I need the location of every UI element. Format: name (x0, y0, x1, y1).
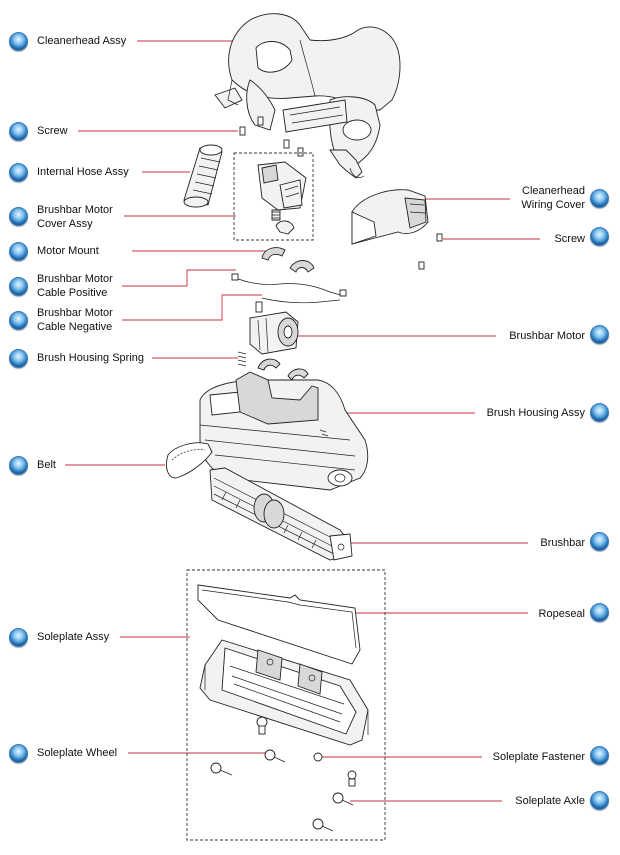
screws-top-drawing (239, 116, 304, 157)
label-motor-mount: Motor Mount (37, 245, 99, 257)
label-soleplate-wheel: Soleplate Wheel (37, 747, 118, 759)
brushbar-motor-drawing (249, 301, 299, 355)
bullet-icon-motor-mount[interactable] (9, 242, 28, 261)
bullet-icon-screw-left[interactable] (9, 122, 28, 141)
ropeseal-drawing (197, 584, 361, 665)
soleplate-drawing (199, 639, 369, 746)
brushbar-drawing (209, 467, 353, 561)
label-brush-housing-assy: Brush Housing Assy (486, 407, 585, 419)
label-cleanerhead-assy: Cleanerhead Assy (37, 35, 127, 47)
leader-lines (65, 40, 540, 802)
label-cable-positive-line1: Brushbar Motor (37, 273, 113, 285)
bullet-icon-soleplate-fastener[interactable] (590, 746, 609, 765)
internal-hose-drawing (183, 144, 223, 208)
leader-cable-positive (122, 269, 236, 287)
label-brush-housing-spring: Brush Housing Spring (37, 352, 145, 364)
soleplate-small-parts-drawing (210, 716, 357, 832)
label-cable-negative-line1: Brushbar Motor (37, 307, 113, 319)
bullet-icon-soleplate-wheel[interactable] (9, 744, 28, 763)
wiring-cover-drawing (351, 189, 443, 270)
soleplate-assy-box (186, 569, 386, 841)
leader-cable-negative (122, 294, 262, 321)
label-internal-hose-assy: Internal Hose Assy (37, 166, 129, 178)
bullet-icon-cable-negative[interactable] (9, 311, 28, 330)
label-soleplate-assy: Soleplate Assy (37, 631, 110, 643)
label-belt: Belt (37, 459, 56, 471)
bullet-icon-brushbar[interactable] (590, 532, 609, 551)
bullet-icon-cable-positive[interactable] (9, 277, 28, 296)
label-soleplate-fastener: Soleplate Fastener (492, 751, 585, 763)
bullet-icon-screw-right[interactable] (590, 227, 609, 246)
label-brushbar-motor-cover-assy-line1: Brushbar Motor (37, 204, 113, 216)
label-wiring-cover-line2: Wiring Cover (521, 199, 585, 211)
label-cable-positive-line2: Cable Positive (37, 287, 108, 299)
bullet-icon-soleplate-assy[interactable] (9, 628, 28, 647)
bullet-icon-ropeseal[interactable] (590, 603, 609, 622)
label-ropeseal: Ropeseal (538, 608, 585, 620)
bullet-icon-belt[interactable] (9, 456, 28, 475)
label-screw-left: Screw (37, 125, 68, 137)
motor-mount-drawing (257, 247, 315, 381)
bullet-icon-brushbar-motor[interactable] (590, 325, 609, 344)
bullet-icon-brushbar-motor-cover-assy[interactable] (9, 207, 28, 226)
motor-cover-assy-drawing (257, 161, 307, 235)
brush-housing-drawing (199, 371, 369, 491)
brush-housing-spring-drawing (237, 351, 247, 367)
belt-drawing (165, 442, 213, 479)
bullet-icon-cleanerhead-assy[interactable] (9, 32, 28, 51)
bullet-icon-internal-hose-assy[interactable] (9, 163, 28, 182)
label-screw-right: Screw (554, 233, 585, 245)
motor-cover-assy-box (233, 152, 314, 241)
bullet-icon-soleplate-axle[interactable] (590, 791, 609, 810)
bullet-icon-brush-housing-assy[interactable] (590, 403, 609, 422)
label-wiring-cover-line1: Cleanerhead (522, 185, 585, 197)
cleanerhead-assy-drawing (214, 13, 401, 179)
bullet-icon-cleanerhead-wiring-cover[interactable] (590, 189, 609, 208)
label-brushbar: Brushbar (540, 537, 585, 549)
bullet-icon-brush-housing-spring[interactable] (9, 349, 28, 368)
label-brushbar-motor-cover-assy-line2: Cover Assy (37, 218, 93, 230)
label-soleplate-axle: Soleplate Axle (515, 795, 585, 807)
label-cable-negative-line2: Cable Negative (37, 321, 113, 333)
label-brushbar-motor: Brushbar Motor (509, 330, 585, 342)
cables-drawing (231, 273, 347, 304)
